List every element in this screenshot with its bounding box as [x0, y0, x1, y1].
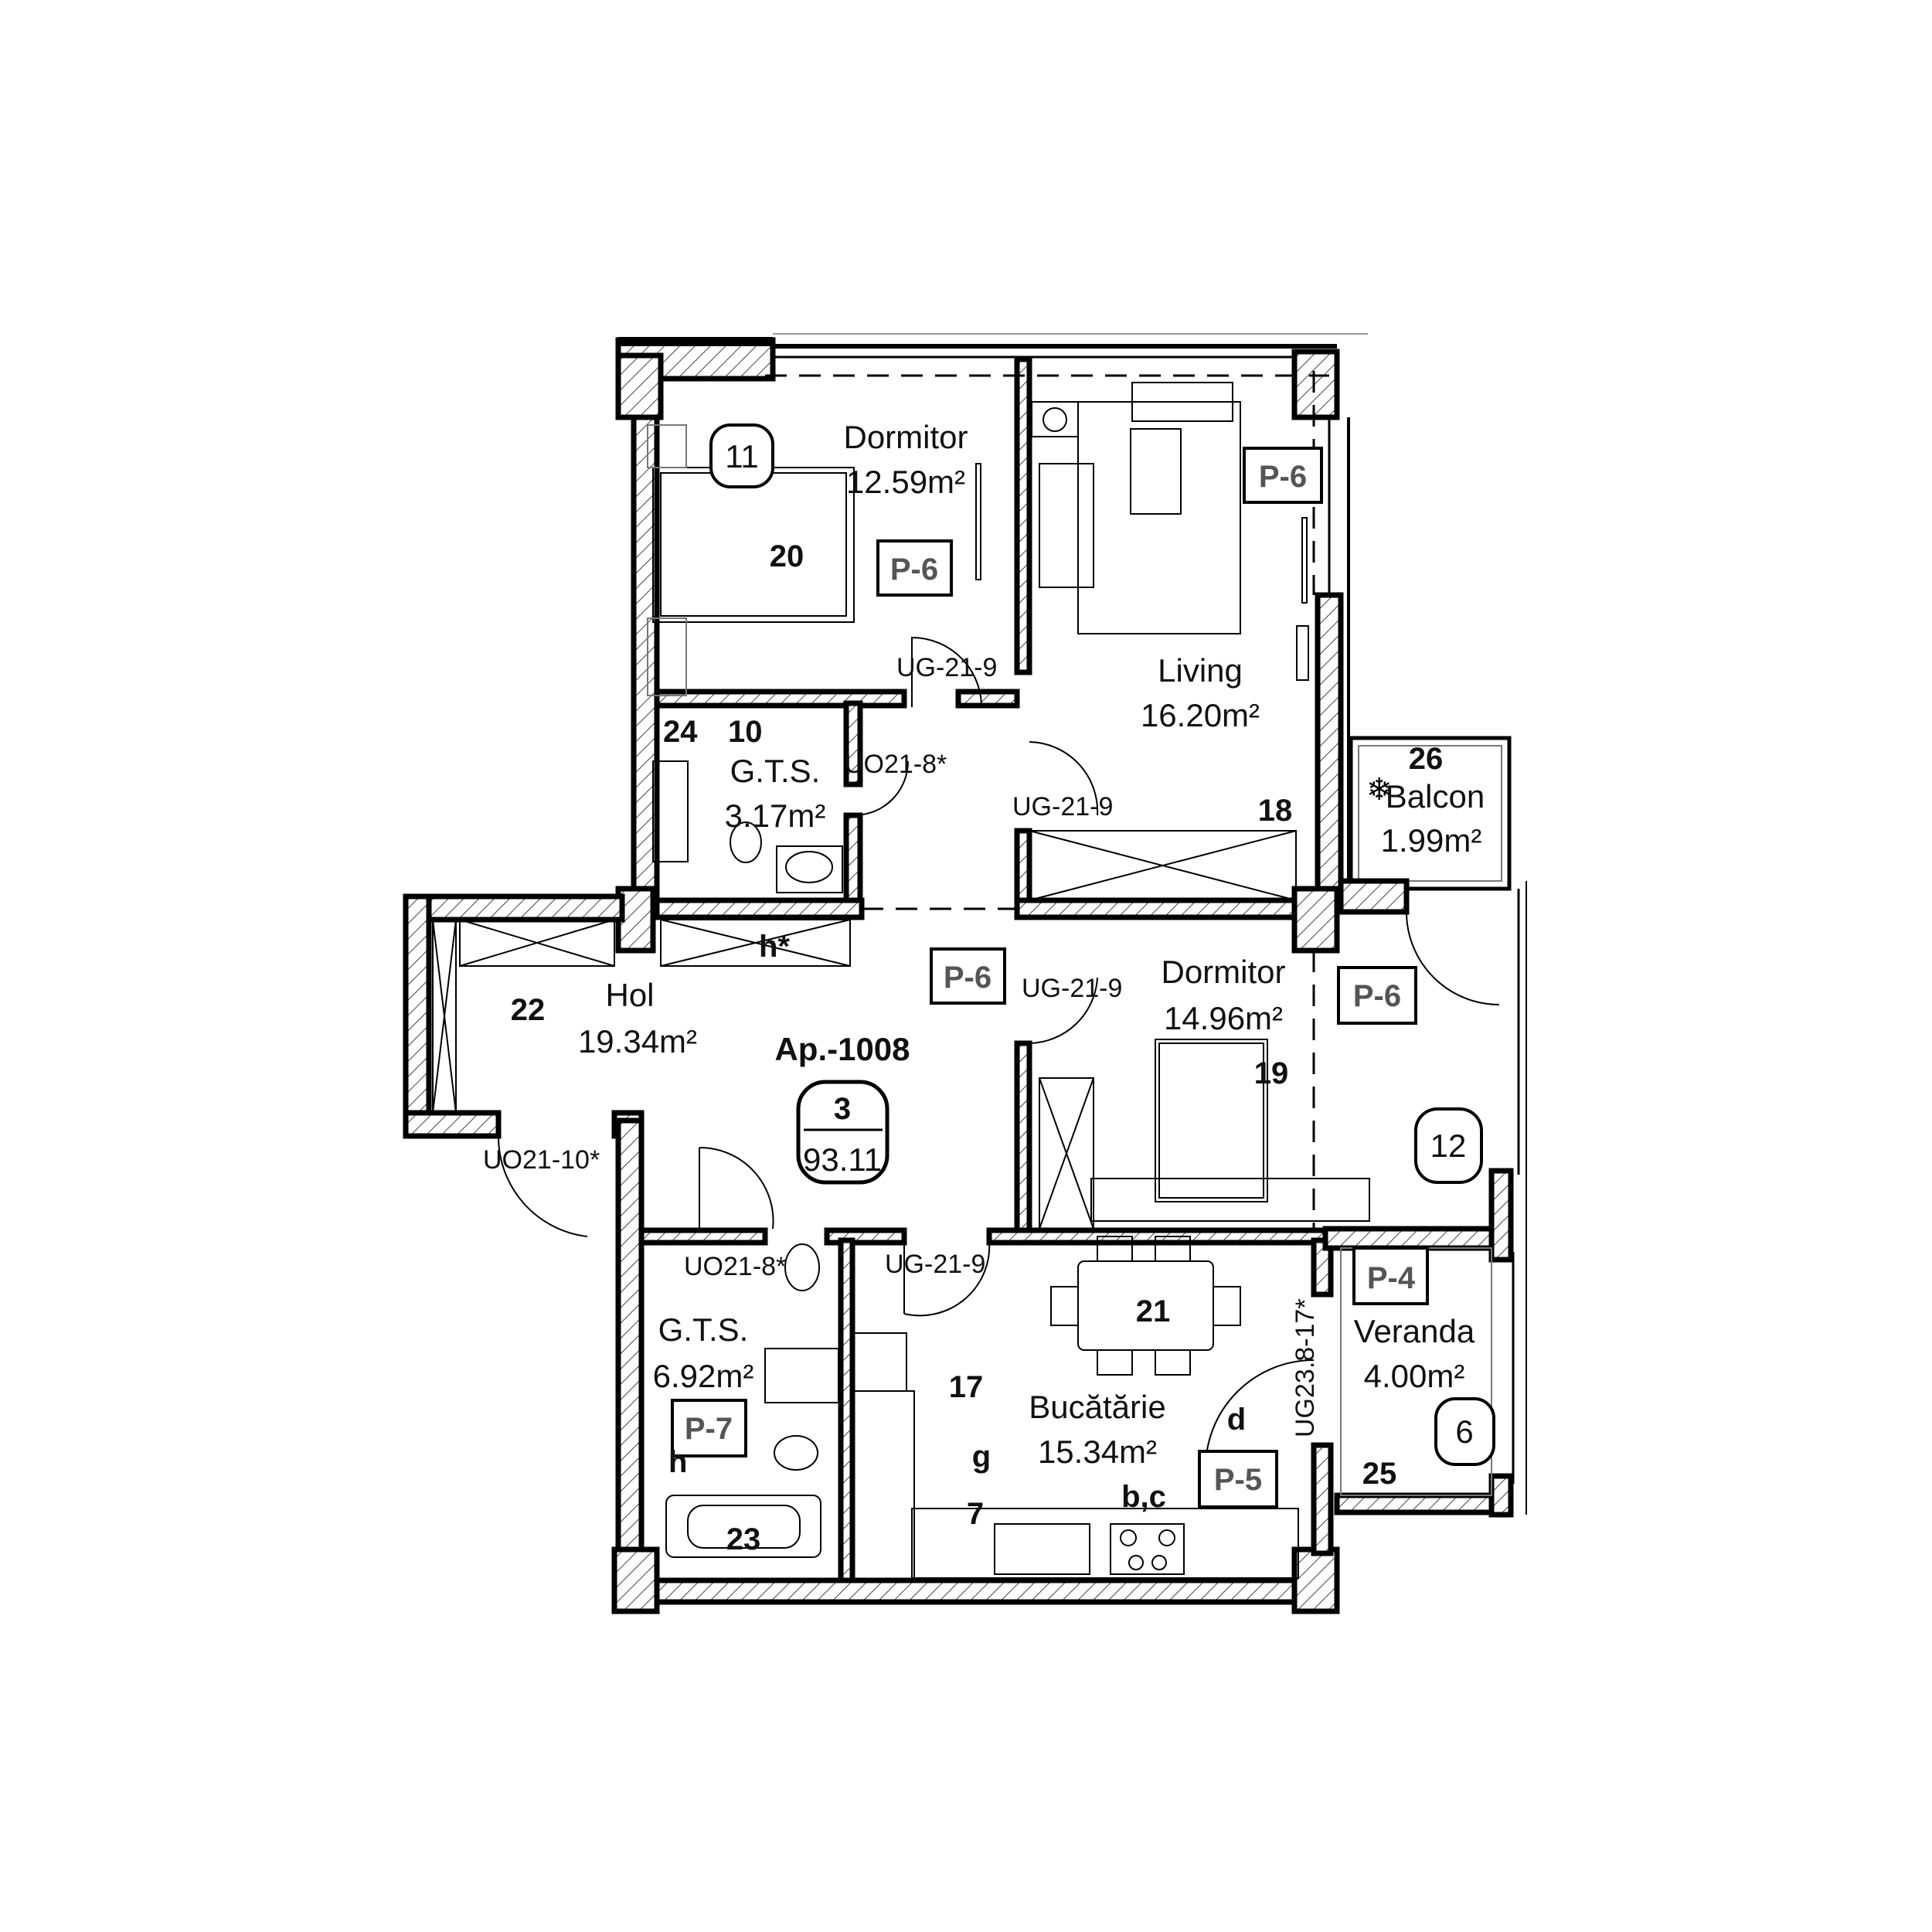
note-h: h [668, 1445, 687, 1479]
room-name-hol: Hol [605, 977, 654, 1013]
room-name-dormitor-1: Dormitor [843, 419, 968, 455]
tag-bucatarie: P-5 [1214, 1463, 1262, 1497]
apartment-id: Ap.-1008 [774, 1031, 910, 1067]
room-area-gts-small: 3.17m² [725, 798, 826, 834]
item-num-19: 19 [1254, 1056, 1289, 1090]
item-num-25: 25 [1362, 1457, 1397, 1491]
bubble-box [1434, 1397, 1495, 1466]
walls [403, 333, 1527, 1614]
item-num-10: 10 [728, 715, 763, 749]
door-label-uo21-8-a: UO21-8* [845, 750, 947, 779]
note-h-star: h* [759, 930, 790, 964]
item-num-26: 26 [1409, 742, 1444, 776]
room-area-veranda: 4.00m² [1364, 1358, 1465, 1394]
room-area-bucatarie: 15.34m² [1038, 1434, 1157, 1470]
door-label-uo21-8-b: UO21-8* [684, 1252, 786, 1281]
tag-box [1243, 447, 1323, 504]
item-num-7: 7 [967, 1497, 984, 1531]
apartment-bubble [796, 1080, 889, 1185]
tag-box [1352, 1247, 1429, 1305]
tag-veranda: P-4 [1367, 1261, 1416, 1295]
note-g: g [972, 1440, 991, 1474]
tag-hol: P-6 [944, 961, 992, 995]
room-area-balcon: 1.99m² [1381, 822, 1482, 859]
door-label-ug-21-9-c: UG-21-9 [1022, 974, 1122, 1003]
apartment-rooms: 3 [834, 1092, 851, 1126]
labels: Dormitor 12.59m² 20 P-6 11 UG-21-9 Livin… [483, 419, 1495, 1556]
tag-dormitor-2: P-6 [1353, 979, 1401, 1013]
room-name-veranda: Veranda [1354, 1313, 1475, 1349]
door-label-ug-21-9-b: UG-21-9 [1012, 792, 1113, 821]
tag-gts-large: P-7 [685, 1412, 733, 1446]
tag-living: P-6 [1259, 460, 1307, 494]
note-bc: b,c [1121, 1480, 1166, 1514]
tag-box [1198, 1450, 1278, 1509]
tag-box [671, 1399, 747, 1458]
room-name-balcon: Balcon [1386, 778, 1485, 815]
room-area-living: 16.20m² [1141, 697, 1260, 733]
room-area-dormitor-2: 14.96m² [1164, 1000, 1283, 1036]
bubble-11: 11 [725, 438, 759, 474]
bubble-box [1414, 1107, 1483, 1184]
door-label-ug-21-9-a: UG-21-9 [896, 653, 997, 682]
door-label-uo21-10: UO21-10* [483, 1145, 600, 1175]
room-name-gts-large: G.T.S. [658, 1311, 749, 1348]
room-name-dormitor-2: Dormitor [1161, 954, 1285, 990]
tag-box [930, 947, 1006, 1005]
snowflake-icon: ❄ [1366, 772, 1393, 808]
tag-box [1337, 966, 1417, 1025]
bubble-box [709, 423, 774, 488]
note-d: d [1227, 1403, 1246, 1437]
room-area-gts-large: 6.92m² [653, 1358, 754, 1394]
tag-dormitor-1: P-6 [890, 553, 938, 587]
room-area-hol: 19.34m² [578, 1023, 697, 1060]
item-num-17: 17 [949, 1370, 984, 1404]
item-num-22: 22 [511, 993, 546, 1027]
room-name-living: Living [1158, 652, 1243, 689]
item-num-20: 20 [770, 539, 804, 573]
item-num-24: 24 [663, 715, 698, 749]
tag-box [876, 539, 953, 597]
item-num-23: 23 [726, 1522, 761, 1556]
doors [497, 636, 1500, 1469]
door-label-ug-21-9-d: UG-21-9 [885, 1250, 985, 1279]
item-num-18: 18 [1258, 794, 1293, 828]
door-label-ug23-8-17: UG23.8-17* [1291, 1298, 1320, 1437]
item-num-21: 21 [1136, 1294, 1171, 1328]
room-name-bucatarie: Bucătărie [1029, 1389, 1165, 1425]
bubble-12: 12 [1430, 1128, 1467, 1164]
room-name-gts-small: G.T.S. [730, 753, 821, 789]
apartment-area: 93.11 [803, 1141, 882, 1178]
room-area-dormitor-1: 12.59m² [846, 464, 965, 500]
bubble-6: 6 [1455, 1413, 1473, 1450]
